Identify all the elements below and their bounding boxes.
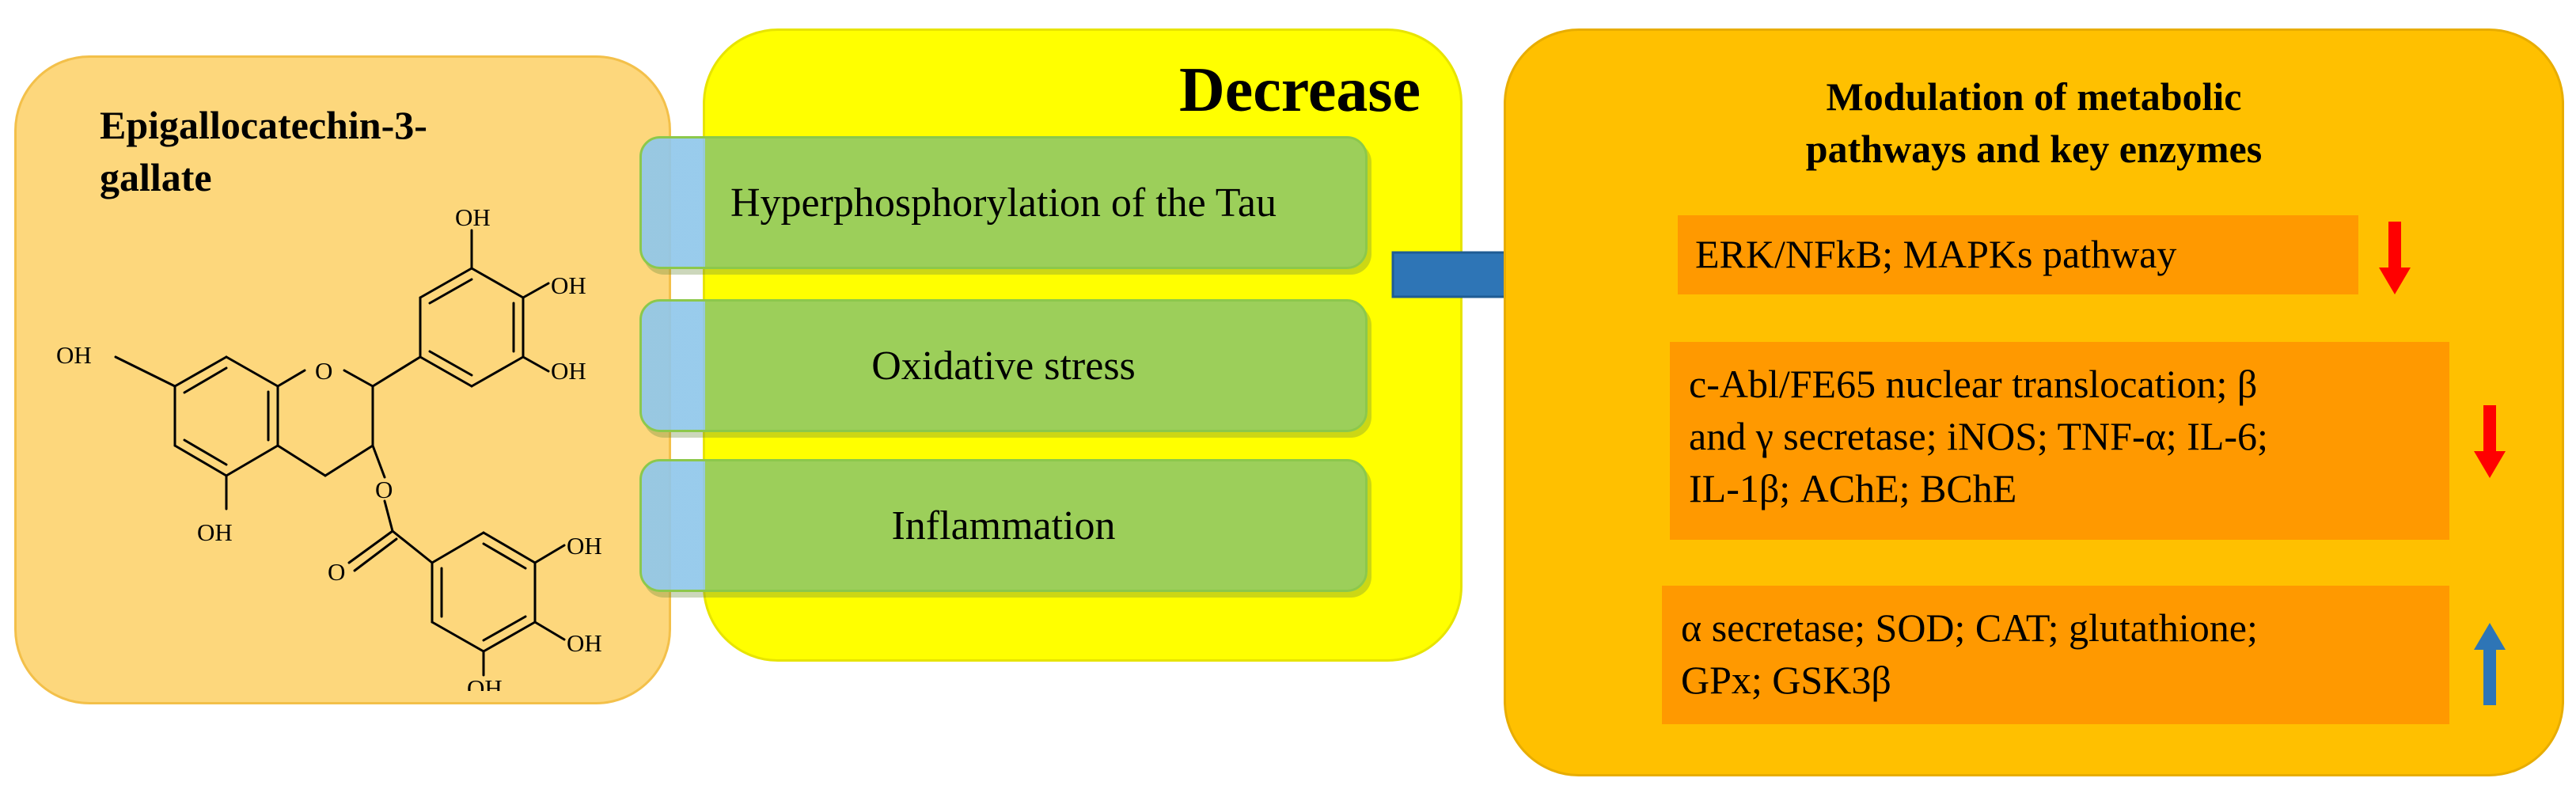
- ring-oxygen-label: O: [315, 357, 332, 385]
- hydroxyl-label-d4: OH: [567, 629, 602, 657]
- hydroxyl-label-b4: OH: [551, 271, 586, 299]
- compound-name: Epigallocatechin-3- gallate: [100, 99, 590, 203]
- enzyme-group-line: IL-1β; AChE; BChE: [1689, 466, 2017, 510]
- down-arrow-icon: [2474, 405, 2506, 478]
- enzyme-group-line: α secretase; SOD; CAT; glutathione;: [1681, 605, 2258, 650]
- enzyme-group-box: ERK/NFkB; MAPKs pathway: [1678, 215, 2358, 294]
- effect-box-tau: Hyperphosphorylation of the Tau: [639, 136, 1368, 269]
- modulation-heading: Modulation of metabolic pathways and key…: [1506, 70, 2562, 175]
- effect-box-inflammation: Inflammation: [639, 459, 1368, 592]
- compound-name-line2: gallate: [100, 155, 212, 199]
- enzyme-group-box: c-Abl/FE65 nuclear translocation; β and …: [1670, 342, 2449, 540]
- hydroxyl-label-d5: OH: [467, 674, 503, 691]
- carbonyl-oxygen-label: O: [328, 558, 345, 586]
- enzyme-group-line: and γ secretase; iNOS; TNF-α; IL-6;: [1689, 414, 2268, 458]
- enzyme-group-line: ERK/NFkB; MAPKs pathway: [1695, 232, 2177, 276]
- enzyme-group-line: c-Abl/FE65 nuclear translocation; β: [1689, 362, 2258, 406]
- up-arrow-icon: [2474, 623, 2506, 705]
- effect-label-tau: Hyperphosphorylation of the Tau: [730, 180, 1277, 226]
- effect-label-oxidative-stress: Oxidative stress: [871, 343, 1136, 389]
- hydroxyl-label-b3: OH: [455, 203, 491, 231]
- ester-oxygen-label: O: [375, 476, 393, 503]
- enzyme-group-line: GPx; GSK3β: [1681, 658, 1891, 702]
- compound-name-line1: Epigallocatechin-3-: [100, 103, 427, 147]
- hydroxyl-label-a5: OH: [197, 518, 233, 546]
- modulation-heading-line1: Modulation of metabolic: [1826, 74, 2242, 119]
- compound-panel: Epigallocatechin-3- gallate: [14, 55, 671, 704]
- hydroxyl-label-b5: OH: [551, 357, 586, 385]
- effect-box-oxidative-stress: Oxidative stress: [639, 299, 1368, 432]
- effects-heading: Decrease: [1179, 55, 1421, 125]
- egcg-structure: O O O OH OH OH OH OH OH OH OH: [56, 203, 602, 691]
- effect-label-inflammation: Inflammation: [891, 503, 1116, 548]
- hydroxyl-label-d3: OH: [567, 532, 602, 560]
- modulation-heading-line2: pathways and key enzymes: [1805, 127, 2263, 171]
- down-arrow-icon: [2379, 222, 2411, 294]
- hydroxyl-label-a7: OH: [56, 341, 92, 369]
- enzyme-group-box: α secretase; SOD; CAT; glutathione; GPx;…: [1662, 586, 2449, 724]
